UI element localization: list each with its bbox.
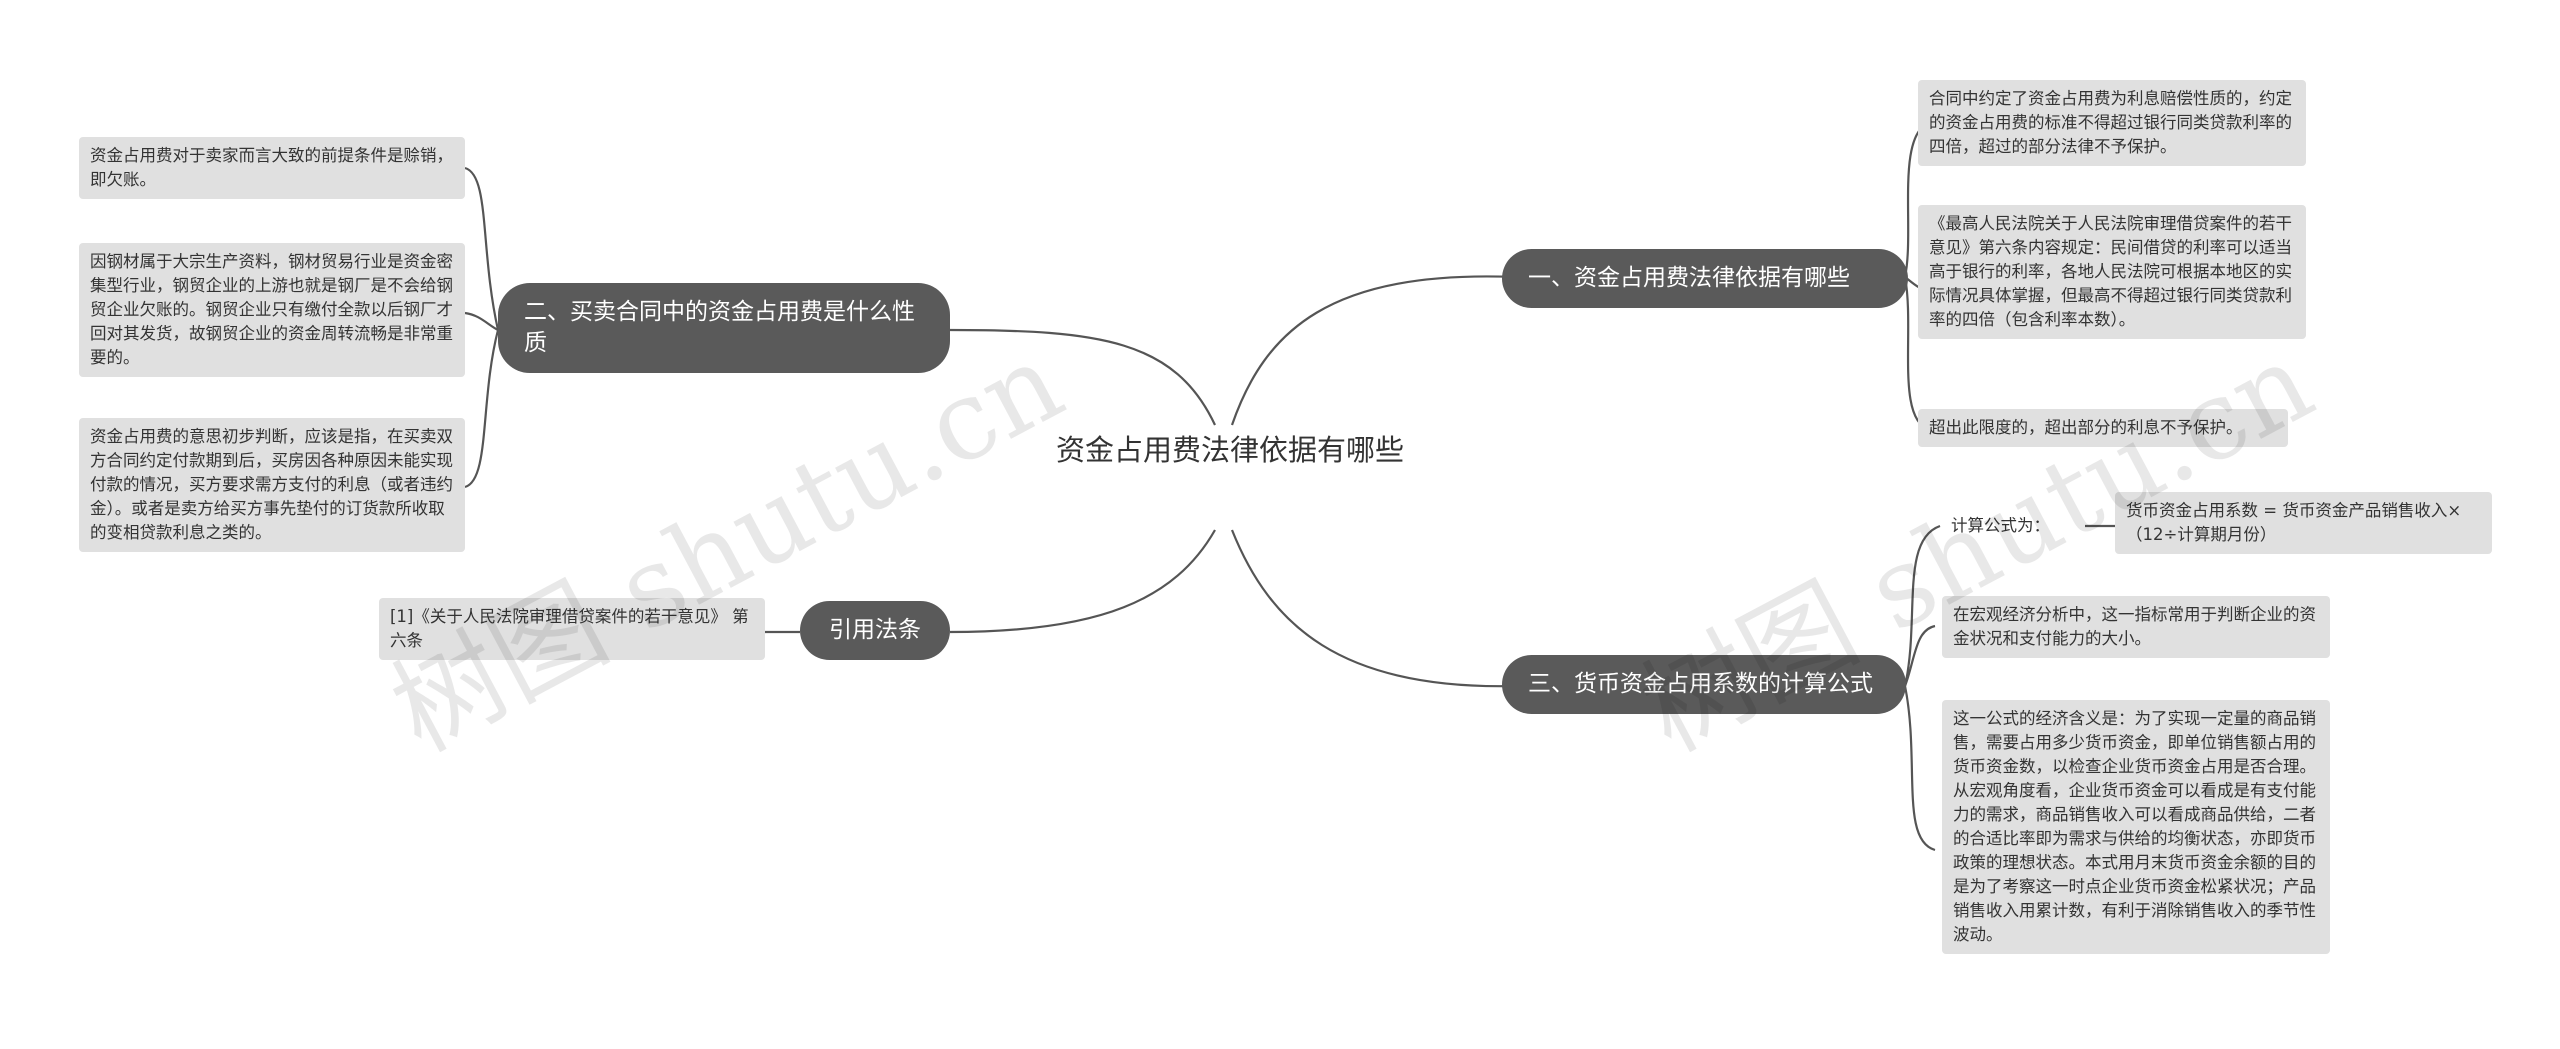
root-topic[interactable]: 资金占用费法律依据有哪些 — [1055, 433, 1404, 467]
formula-label: 计算公式为： — [1951, 516, 2050, 535]
link-b2-leaf2 — [464, 311, 499, 331]
link-b3-formula — [1903, 524, 1941, 687]
leaf-b3-macro-usage[interactable]: 在宏观经济分析中，这一指标常用于判断企业的资金状况和支付能力的大小。 — [1942, 596, 2330, 658]
leaf-b3-formula[interactable]: 货币资金占用系数 = 货币资金产品销售收入×（12÷计算期月份） — [2115, 492, 2492, 554]
leaf-b1-court-opinion[interactable]: 《最高人民法院关于人民法院审理借贷案件的若干意见》第六条内容规定：民间借贷的利率… — [1918, 205, 2306, 339]
branch-legal-basis[interactable]: 一、资金占用费法律依据有哪些 — [1502, 249, 1908, 308]
link-b3-leaf2 — [1903, 685, 1936, 852]
leaf-b4-citation[interactable]: [1]《关于人民法院审理借贷案件的若干意见》 第六条 — [379, 598, 765, 660]
leaf-b2-occupation-meaning[interactable]: 资金占用费的意思初步判断，应该是指，在买卖双方合同约定付款期到后，买房因各种原因… — [79, 418, 465, 552]
leaf-b1-interest-cap[interactable]: 合同中约定了资金占用费为利息赔偿性质的，约定的资金占用费的标准不得超过银行同类贷… — [1918, 80, 2306, 166]
link-root-b1 — [1230, 275, 1516, 426]
leaf-b3-economic-meaning[interactable]: 这一公式的经济含义是：为了实现一定量的商品销售，需要占用多少货币资金，即单位销售… — [1942, 700, 2330, 954]
branch-formula[interactable]: 三、货币资金占用系数的计算公式 — [1502, 655, 1906, 714]
leaf-b2-steel-industry[interactable]: 因钢材属于大宗生产资料，钢材贸易行业是资金密集型行业，钢贸企业的上游也就是钢厂是… — [79, 243, 465, 377]
link-b2-leaf3 — [464, 329, 500, 489]
leaf-b2-credit-sale[interactable]: 资金占用费对于卖家而言大致的前提条件是赊销，即欠账。 — [79, 137, 465, 199]
link-root-b4 — [949, 529, 1216, 634]
branch-sales-contract-nature[interactable]: 二、买卖合同中的资金占用费是什么性质 — [498, 283, 950, 373]
link-b2-leaf1 — [464, 166, 500, 331]
link-b3-leaf1 — [1903, 624, 1936, 687]
link-root-b3 — [1230, 529, 1516, 688]
link-root-b2 — [949, 328, 1216, 426]
branch-cited-law[interactable]: 引用法条 — [800, 601, 950, 660]
leaf-b1-excess-unprotected[interactable]: 超出此限度的，超出部分的利息不予保护。 — [1918, 409, 2288, 447]
